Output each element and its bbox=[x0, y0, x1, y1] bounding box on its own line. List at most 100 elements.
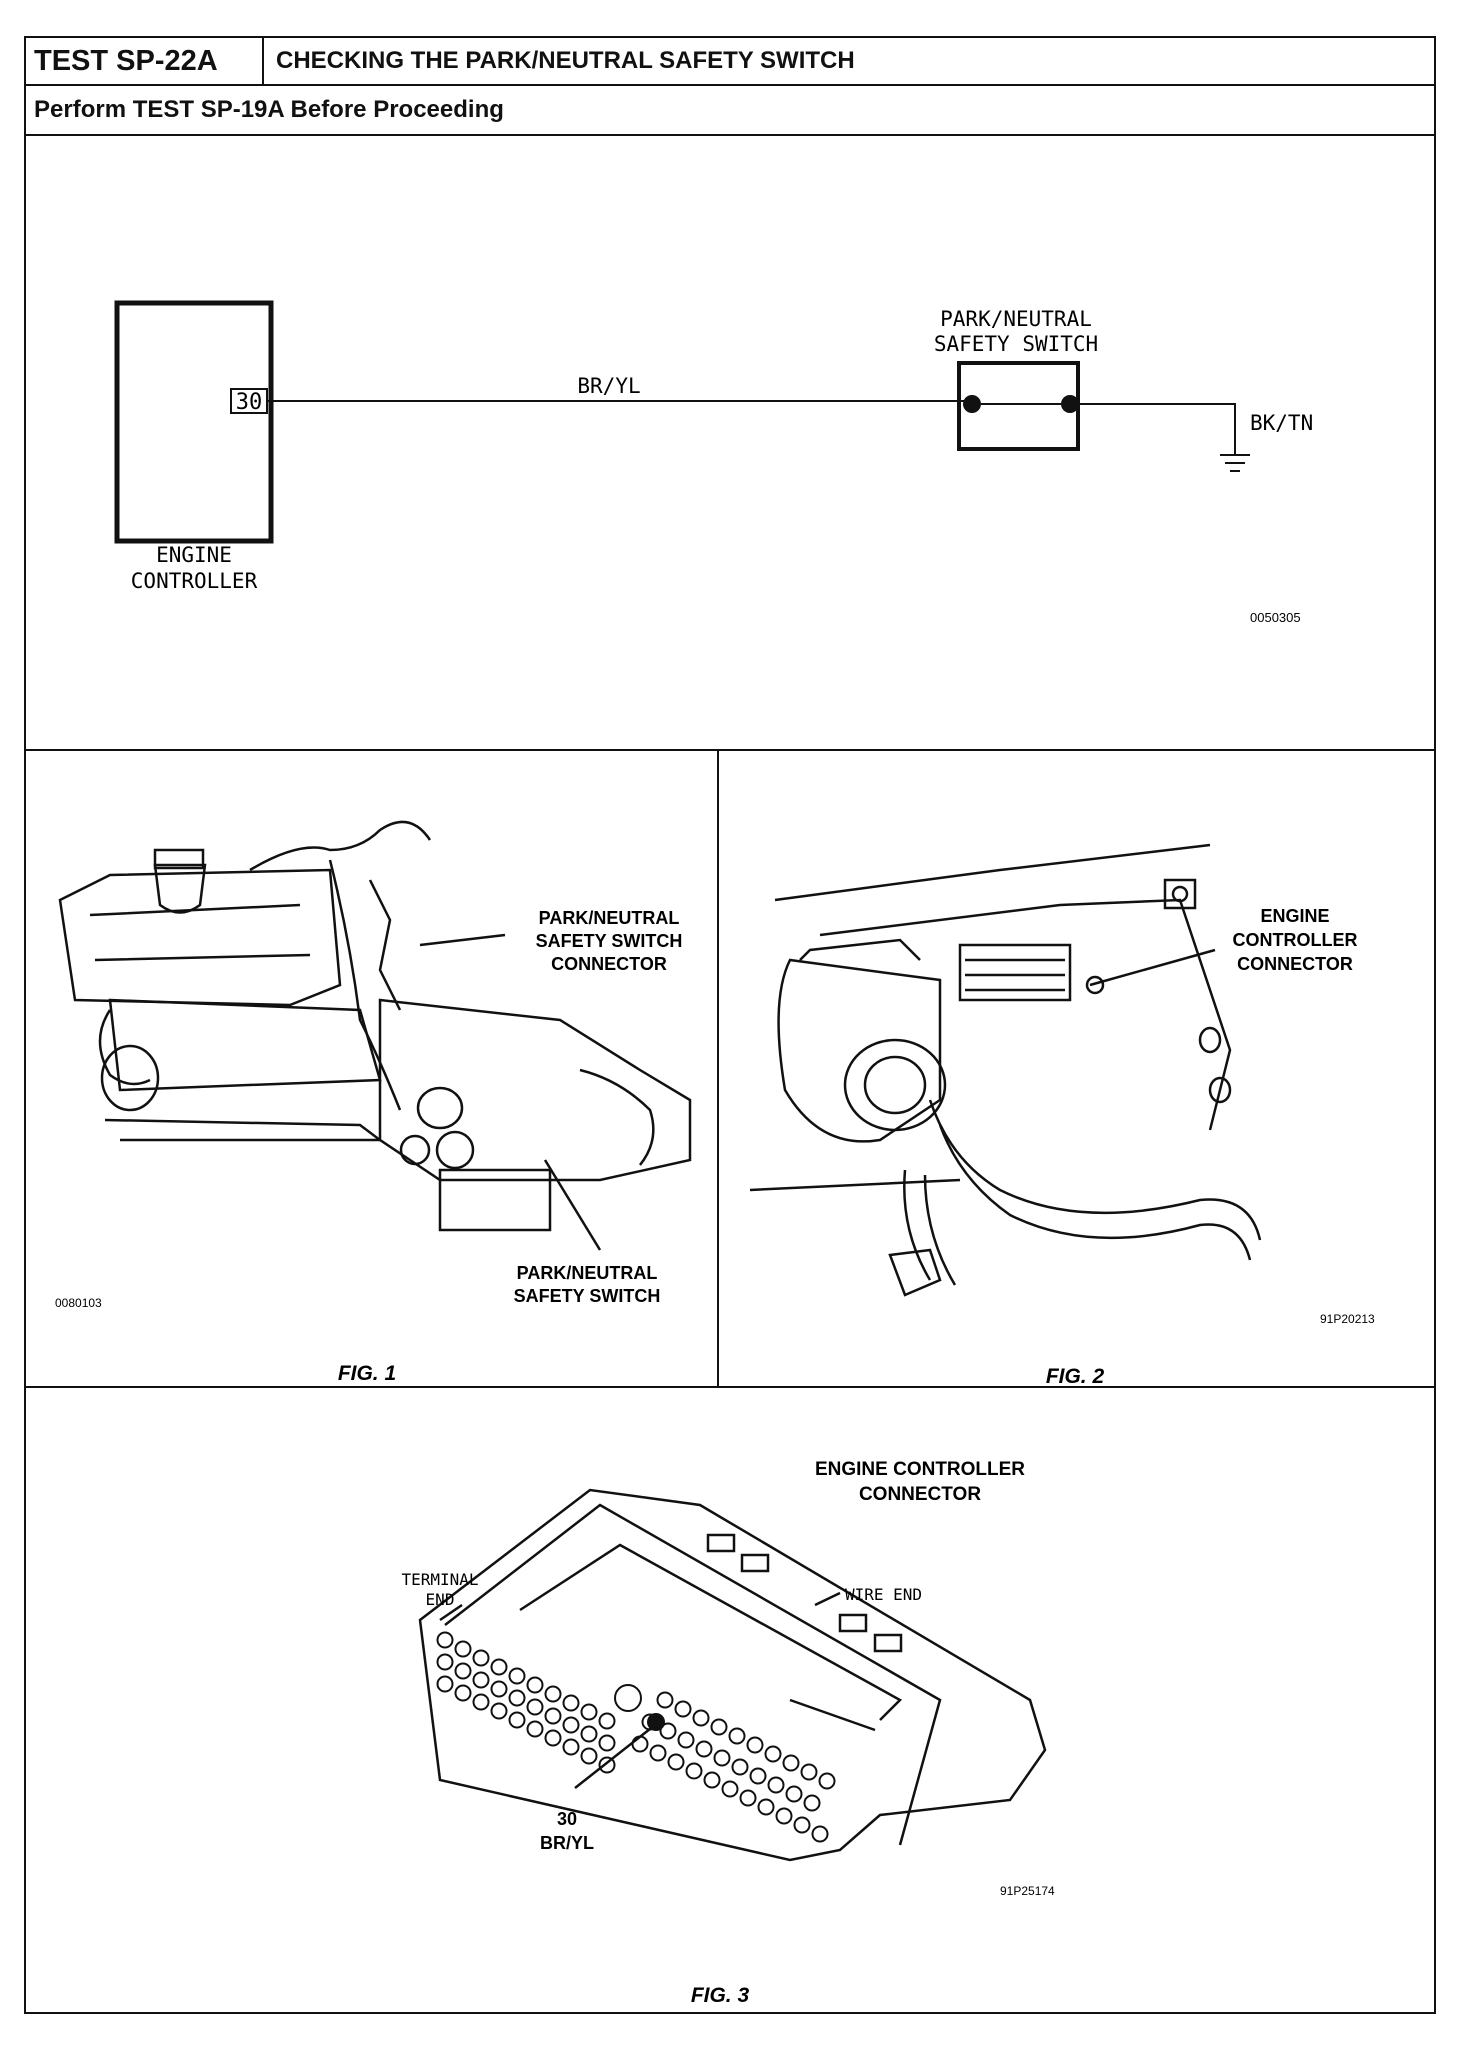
connector-pin bbox=[508, 1667, 526, 1685]
connector-pin bbox=[472, 1649, 490, 1667]
connector-pin bbox=[775, 1807, 793, 1825]
panel-hole-2 bbox=[1198, 1026, 1222, 1054]
connector-top-face-edge bbox=[444, 1503, 942, 1846]
connector-body bbox=[418, 1488, 1047, 1862]
fig2-caption: FIG. 2 bbox=[1046, 1365, 1105, 1388]
connector-pin bbox=[818, 1772, 836, 1790]
wire-end-leader bbox=[814, 1591, 841, 1607]
harness-side bbox=[328, 859, 402, 1111]
connector-recess bbox=[519, 1543, 903, 1721]
fig3-text: ENGINE CONTROLLER CONNECTOR TERMINAL END… bbox=[401, 1459, 1055, 2007]
fig3-caption: FIG. 3 bbox=[691, 1984, 750, 2007]
fig2-label-3: CONNECTOR bbox=[1237, 954, 1353, 974]
connector-pin bbox=[508, 1711, 526, 1729]
terminal-end-label-1: TERMINAL bbox=[401, 1570, 478, 1589]
firewall-bolt bbox=[1163, 878, 1197, 910]
panel-hole-1 bbox=[1085, 975, 1105, 995]
connector-pin bbox=[764, 1745, 782, 1763]
connector-pin bbox=[800, 1763, 818, 1781]
connector-pin bbox=[472, 1693, 490, 1711]
switch-label-line1: PARK/NEUTRAL bbox=[940, 307, 1092, 331]
connector-pin bbox=[490, 1658, 508, 1676]
connector-pin bbox=[793, 1816, 811, 1834]
latch-tab-4 bbox=[873, 1633, 903, 1653]
fig1-connector-leader bbox=[419, 933, 506, 947]
controller-housing bbox=[777, 958, 942, 1143]
connector-pin bbox=[454, 1640, 472, 1658]
firewall-bolt-head bbox=[1171, 885, 1189, 903]
connector-pin bbox=[659, 1722, 677, 1740]
controller-top-lip bbox=[799, 938, 921, 961]
fig3-connector-illustration bbox=[418, 1488, 1047, 1862]
connector-pin bbox=[598, 1734, 616, 1752]
trans-mount bbox=[399, 1134, 431, 1166]
fig1-switch-label-2: SAFETY SWITCH bbox=[514, 1286, 661, 1306]
oil-pan bbox=[104, 1118, 384, 1142]
ground-wire bbox=[1070, 403, 1236, 455]
controller-round-connector bbox=[843, 1038, 947, 1132]
latch-tab-2 bbox=[740, 1553, 770, 1573]
connector-pin bbox=[767, 1776, 785, 1794]
connector-pin bbox=[490, 1680, 508, 1698]
connector-pin bbox=[685, 1762, 703, 1780]
connector-pin bbox=[811, 1825, 829, 1843]
connector-pin bbox=[749, 1767, 767, 1785]
fig1-caption: FIG. 1 bbox=[338, 1362, 396, 1385]
fig2-leader bbox=[1089, 948, 1216, 987]
latch-tab-1 bbox=[706, 1533, 736, 1553]
header-bar: TEST SP-22A CHECKING THE PARK/NEUTRAL SA… bbox=[26, 38, 1434, 86]
pin30-number: 30 bbox=[557, 1809, 577, 1829]
corrugated-harness bbox=[928, 1099, 1262, 1241]
manifold-ribs bbox=[89, 903, 311, 962]
connector-pin bbox=[598, 1756, 616, 1774]
connector-pin bbox=[562, 1738, 580, 1756]
connector-pin bbox=[710, 1718, 728, 1736]
connector-pin bbox=[472, 1671, 490, 1689]
connector-pin bbox=[667, 1753, 685, 1771]
harness-drop-2 bbox=[923, 1174, 957, 1286]
connector-pin bbox=[508, 1689, 526, 1707]
connector-pin bbox=[649, 1744, 667, 1762]
connector-pin bbox=[562, 1694, 580, 1712]
engine-front bbox=[98, 1009, 151, 1086]
connector-pin bbox=[454, 1662, 472, 1680]
connector-pin bbox=[544, 1729, 562, 1747]
connector-pin bbox=[695, 1740, 713, 1758]
fig1-switch-label-1: PARK/NEUTRAL bbox=[517, 1263, 658, 1283]
pin-30-highlight bbox=[647, 1713, 665, 1731]
schematic-ref-code: 0050305 bbox=[1250, 610, 1301, 625]
connector-pin bbox=[526, 1676, 544, 1694]
fig1-switch-leader bbox=[543, 1159, 602, 1251]
connector-pin bbox=[544, 1685, 562, 1703]
connector-pin bbox=[656, 1691, 674, 1709]
throttle-cap bbox=[153, 848, 205, 870]
connector-pin bbox=[703, 1771, 721, 1789]
wire-end-label: WIRE END bbox=[845, 1585, 922, 1604]
fig1-ref-code: 0080103 bbox=[55, 1296, 102, 1310]
firewall-top-edge bbox=[774, 843, 1211, 902]
connector-pin bbox=[785, 1785, 803, 1803]
connector-pin bbox=[692, 1709, 710, 1727]
connector-pin bbox=[782, 1754, 800, 1772]
connector-pin bbox=[580, 1747, 598, 1765]
connector-pin bbox=[746, 1736, 764, 1754]
trans-component bbox=[416, 1086, 464, 1130]
pin30-wire: BR/YL bbox=[540, 1833, 594, 1853]
fig2-label-1: ENGINE bbox=[1260, 906, 1329, 926]
connector-pin bbox=[526, 1720, 544, 1738]
test-title: CHECKING THE PARK/NEUTRAL SAFETY SWITCH bbox=[276, 47, 855, 74]
connector-pin bbox=[544, 1707, 562, 1725]
connector-pin bbox=[713, 1749, 731, 1767]
connector-pin bbox=[631, 1735, 649, 1753]
controller-label-line2: CONTROLLER bbox=[131, 569, 258, 593]
wire-label: BR/YL bbox=[577, 374, 640, 398]
fig3-ref-code: 91P25174 bbox=[1000, 1884, 1055, 1898]
switch-contact-left bbox=[963, 395, 981, 413]
connector-pin bbox=[598, 1712, 616, 1730]
terminal-end-label-2: END bbox=[426, 1590, 455, 1609]
connector-recess-end bbox=[789, 1698, 876, 1732]
test-id: TEST SP-22A bbox=[26, 38, 264, 84]
connector-wires bbox=[965, 958, 1065, 992]
fig2-controller-illustration bbox=[749, 843, 1262, 1297]
